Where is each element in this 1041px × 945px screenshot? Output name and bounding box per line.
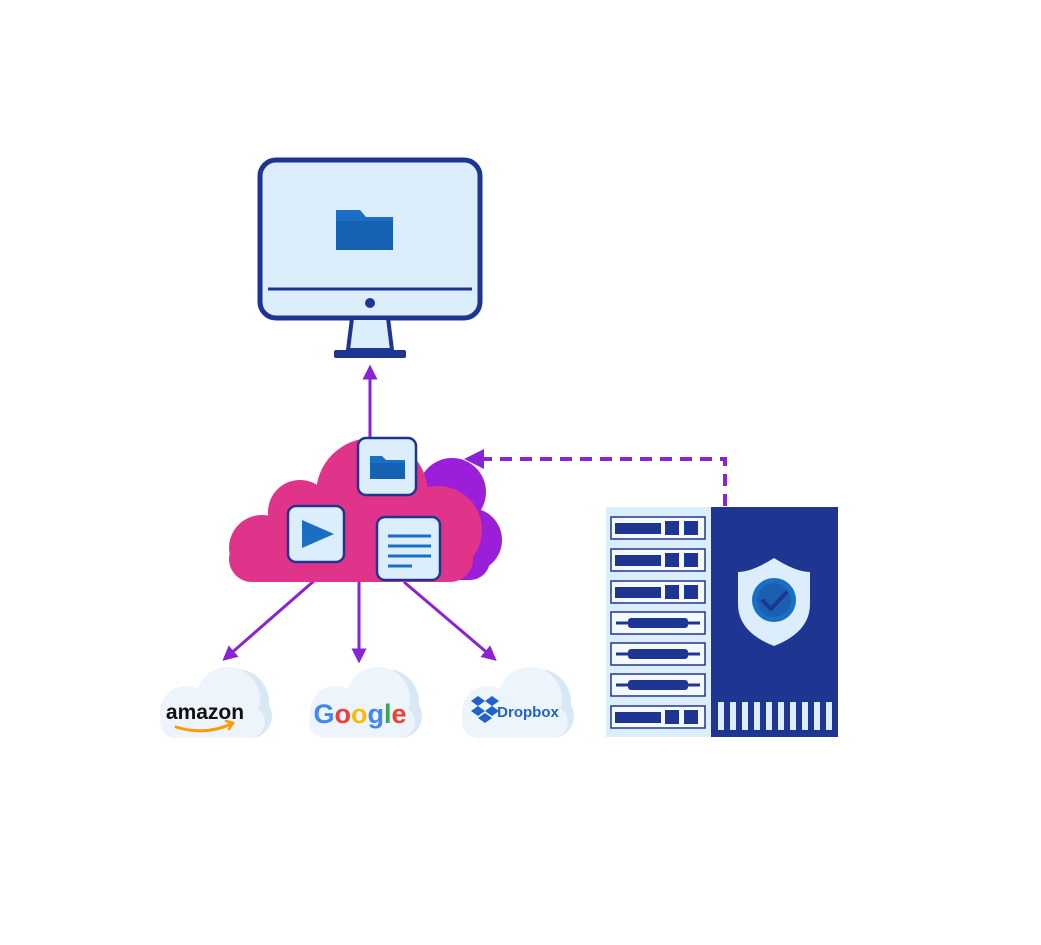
server-unit	[610, 580, 706, 604]
document-icon	[375, 515, 442, 582]
cloud-icon	[229, 436, 502, 582]
google-letter: e	[392, 699, 407, 729]
server-unit	[610, 611, 706, 635]
google-letter: o	[334, 699, 351, 729]
google-letter: l	[384, 699, 392, 729]
server-unit	[610, 673, 706, 697]
server-unit	[610, 548, 706, 572]
google-letter: o	[351, 699, 368, 729]
provider-google: Google	[309, 667, 422, 738]
provider-amazon: amazon	[160, 667, 272, 738]
cloud-icon	[309, 667, 422, 738]
provider-dropbox: Dropbox	[462, 667, 574, 738]
folder-icon	[356, 436, 418, 497]
server-unit	[610, 705, 706, 729]
server-rack-icon	[606, 507, 838, 737]
desktop-monitor-icon	[257, 157, 483, 358]
dropbox-icon	[471, 696, 499, 723]
amazon-logo-text: amazon	[166, 701, 244, 724]
play-video-icon	[286, 504, 346, 564]
folder-icon	[336, 210, 393, 250]
dropbox-logo-text: Dropbox	[497, 704, 559, 721]
server-unit	[610, 642, 706, 666]
connection-arrows	[222, 364, 727, 664]
amazon-smile-icon	[174, 722, 233, 733]
shield-check-icon	[738, 558, 810, 646]
cloud-icon	[160, 667, 272, 738]
arrow-cloud-to-dropbox	[403, 580, 497, 661]
arrow-cloud-to-amazon	[222, 578, 316, 661]
arrow-server-to-cloud	[464, 449, 727, 506]
google-logo-text: Google	[313, 699, 406, 729]
google-letter: G	[313, 699, 334, 729]
vent-slots	[718, 702, 832, 730]
server-unit	[610, 516, 706, 540]
google-letter: g	[367, 699, 384, 729]
